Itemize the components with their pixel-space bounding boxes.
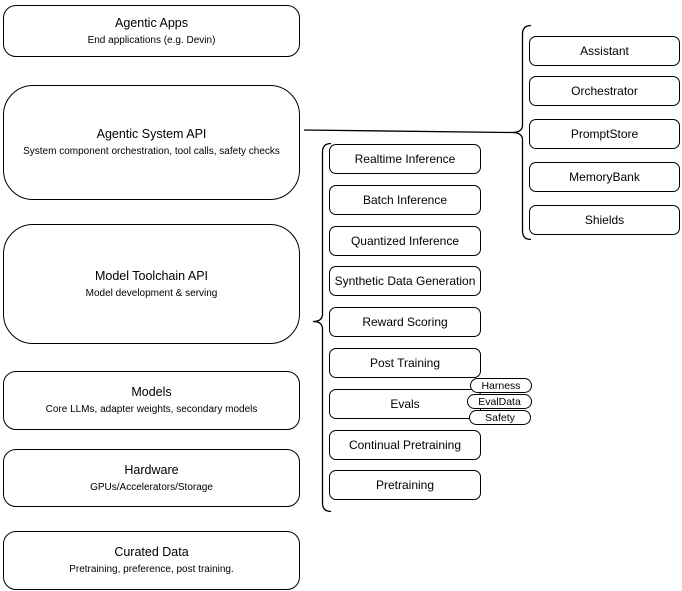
node-pretraining: Pretraining xyxy=(329,470,481,500)
node-memorybank: MemoryBank xyxy=(529,162,680,192)
node-reward-scoring: Reward Scoring xyxy=(329,307,481,337)
node-title: Agentic Apps xyxy=(115,15,188,30)
node-label: Continual Pretraining xyxy=(348,438,462,452)
node-label: Batch Inference xyxy=(362,193,448,207)
node-title: Curated Data xyxy=(114,545,189,559)
node-agentic-apps: Agentic Apps End applications (e.g. Devi… xyxy=(3,5,300,57)
node-assistant: Assistant xyxy=(529,36,680,66)
node-shields: Shields xyxy=(529,205,680,235)
node-label: Synthetic Data Generation xyxy=(334,274,476,288)
node-post-training: Post Training xyxy=(329,348,481,378)
node-label: Pretraining xyxy=(375,478,435,492)
toolchain-group-brace xyxy=(312,142,332,513)
node-label: Evals xyxy=(390,397,420,411)
node-hardware: Hardware GPUs/Accelerators/Storage xyxy=(3,449,300,507)
node-orchestrator: Orchestrator xyxy=(529,76,680,106)
node-subtitle: System component orchestration, tool cal… xyxy=(23,146,280,157)
node-label: Realtime Inference xyxy=(354,152,456,166)
tag-label: EvalData xyxy=(478,395,521,408)
node-curated-data: Curated Data Pretraining, preference, po… xyxy=(3,531,300,590)
node-label: Quantized Inference xyxy=(350,234,460,248)
node-synthetic-data-generation: Synthetic Data Generation xyxy=(329,266,481,296)
node-batch-inference: Batch Inference xyxy=(329,185,481,215)
node-evals: Evals xyxy=(329,389,481,419)
node-subtitle: Pretraining, preference, post training. xyxy=(69,564,234,575)
node-label: Post Training xyxy=(369,356,441,370)
node-label: Orchestrator xyxy=(571,84,638,98)
node-title: Models xyxy=(131,385,172,399)
node-subtitle: Model development & serving xyxy=(85,287,218,299)
node-subtitle: Core LLMs, adapter weights, secondary mo… xyxy=(45,404,258,415)
node-agentic-system-api: Agentic System API System component orch… xyxy=(3,85,300,200)
tag-label: Harness xyxy=(481,379,521,392)
node-title: Agentic System API xyxy=(96,127,207,141)
tag-evaldata: EvalData xyxy=(467,394,532,409)
node-subtitle: GPUs/Accelerators/Storage xyxy=(90,481,213,493)
node-label: Reward Scoring xyxy=(362,315,448,329)
node-models: Models Core LLMs, adapter weights, secon… xyxy=(3,371,300,430)
node-label: MemoryBank xyxy=(569,170,640,184)
system-group-brace xyxy=(511,24,532,241)
system-api-connector-line xyxy=(303,129,513,134)
node-subtitle: End applications (e.g. Devin) xyxy=(87,34,216,46)
node-model-toolchain-api: Model Toolchain API Model development & … xyxy=(3,224,300,344)
tag-harness: Harness xyxy=(470,378,532,393)
node-label: Shields xyxy=(584,213,625,227)
tag-safety: Safety xyxy=(469,410,531,425)
node-promptstore: PromptStore xyxy=(529,119,680,149)
node-label: PromptStore xyxy=(570,127,639,141)
node-continual-pretraining: Continual Pretraining xyxy=(329,430,481,460)
node-title: Model Toolchain API xyxy=(94,268,209,283)
tag-label: Safety xyxy=(485,411,515,424)
node-realtime-inference: Realtime Inference xyxy=(329,144,481,174)
node-title: Hardware xyxy=(124,462,179,477)
node-quantized-inference: Quantized Inference xyxy=(329,226,481,256)
node-label: Assistant xyxy=(580,44,629,58)
